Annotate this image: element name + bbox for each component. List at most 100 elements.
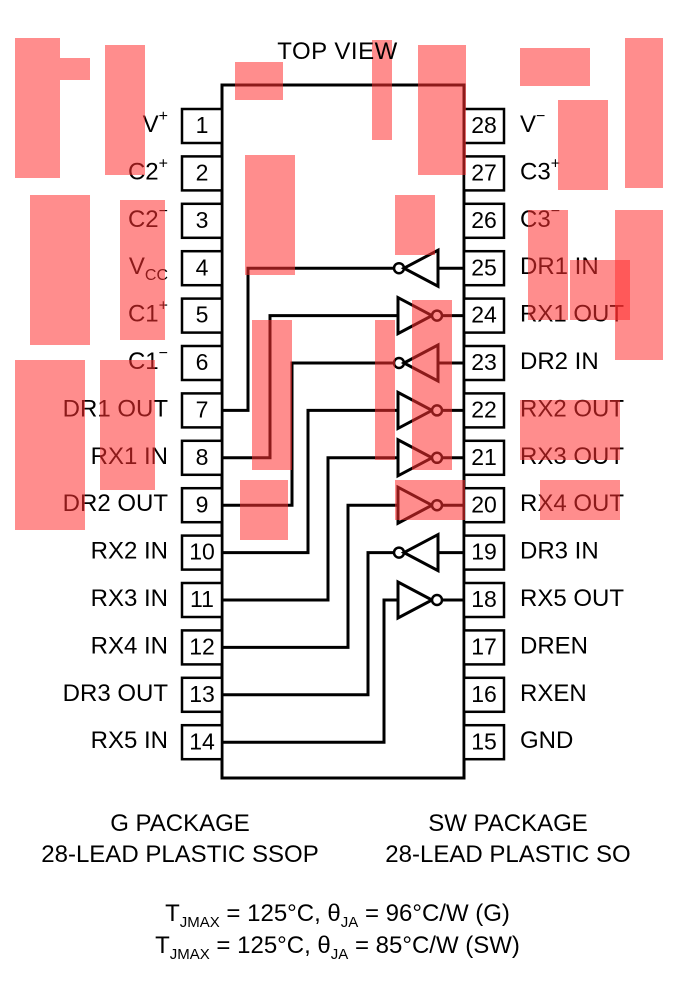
pin-number: 2: [196, 159, 209, 185]
wire: [222, 456, 398, 602]
driver-buffer: [400, 342, 440, 384]
sw-package-name: SW PACKAGE: [428, 810, 588, 837]
pin-label: DR2 OUT: [63, 491, 169, 518]
pin-number: 15: [471, 728, 497, 754]
inversion-bubble: [430, 404, 444, 417]
pin-number: 13: [189, 681, 215, 707]
pin-number: 23: [471, 349, 497, 375]
pin-number: 3: [196, 207, 209, 233]
pin-label: DR1 IN: [520, 254, 599, 281]
pin-number: 24: [471, 302, 497, 328]
pin-box: [462, 723, 506, 761]
pin-number: 22: [471, 396, 497, 422]
pin-box: [180, 249, 224, 287]
pin-number: 6: [196, 349, 209, 375]
inversion-bubble: [430, 451, 444, 465]
pin-box: [180, 629, 224, 666]
pin-label: VCC: [129, 254, 168, 285]
receiver-buffer: [396, 389, 436, 431]
pin-box: [462, 344, 506, 382]
pin-label: GND: [520, 728, 573, 755]
pin-number: 4: [196, 254, 209, 280]
pin-number: 17: [471, 633, 497, 659]
pin-box: [462, 202, 506, 240]
pin-box: [180, 297, 224, 334]
pin-label: DREN: [520, 633, 588, 660]
thermal-line-sw: TJMAX = 125°C, θJA = 85°C/W (SW): [155, 932, 520, 963]
sw-package-caption: SW PACKAGE 28-LEAD PLASTIC SO: [338, 808, 675, 870]
buffer-symbols: [392, 247, 444, 621]
g-package-name: G PACKAGE: [110, 810, 250, 837]
receiver-buffer: [396, 484, 436, 526]
pin-label: C1+: [128, 298, 168, 328]
g-package-caption: G PACKAGE 28-LEAD PLASTIC SSOP: [10, 808, 350, 870]
pin-box: [462, 439, 506, 477]
pin-box: [180, 439, 224, 477]
pin-label: RXEN: [520, 680, 587, 707]
wire: [222, 266, 394, 412]
pin-number: 27: [471, 159, 497, 185]
pin-number: 7: [196, 396, 209, 422]
pin-label: RX5 OUT: [520, 585, 624, 612]
pin-label: DR2 IN: [520, 348, 599, 375]
pin-box: [180, 155, 224, 192]
pin-number: 20: [471, 491, 497, 517]
pin-label: RX4 OUT: [520, 491, 624, 518]
pin-label: C3+: [520, 156, 560, 186]
pin-number: 25: [471, 254, 497, 280]
pin-label: RX2 OUT: [520, 396, 624, 423]
sw-package-desc: 28-LEAD PLASTIC SO: [385, 841, 631, 868]
pin-box: [462, 486, 506, 524]
wire: [222, 408, 398, 555]
pin-box: [462, 107, 506, 145]
pin-label: C1−: [128, 345, 168, 375]
wire: [222, 503, 398, 649]
pin-number: 10: [189, 539, 215, 565]
thermal-line-g: TJMAX = 125°C, θJA = 96°C/W (G): [165, 900, 510, 931]
wire: [222, 598, 398, 744]
pin-number: 19: [471, 539, 497, 565]
pin-box: [180, 581, 224, 619]
pin-number: 5: [196, 302, 209, 328]
pin-number: 12: [189, 633, 215, 659]
pin-number: 26: [471, 207, 497, 233]
pin-number: 18: [471, 586, 497, 612]
pin-number: 11: [190, 586, 214, 612]
pin-box: [180, 723, 224, 761]
pin-label: RX5 IN: [91, 728, 168, 755]
pin-box: [180, 344, 224, 382]
pin-label: C3−: [520, 203, 560, 233]
inversion-bubble: [430, 593, 444, 607]
pin-label: DR3 OUT: [63, 680, 169, 707]
pin-label: C2+: [128, 156, 168, 186]
pin-box: [462, 676, 506, 714]
inversion-bubble: [430, 309, 444, 322]
pin-label: RX3 IN: [91, 585, 168, 612]
pin-label: DR3 IN: [520, 538, 599, 565]
pin-label: V−: [520, 108, 545, 138]
pin-label: RX1 IN: [91, 443, 168, 470]
pin-label: DR1 OUT: [63, 396, 169, 423]
pin-box: [462, 534, 506, 571]
pin-number: 1: [196, 112, 209, 138]
pin-label: RX3 OUT: [520, 443, 624, 470]
pin-number: 8: [196, 444, 209, 470]
pin-box: [180, 486, 224, 524]
pin-box: [462, 629, 506, 666]
driver-buffer: [400, 247, 440, 289]
chip-body: [220, 83, 466, 780]
g-package-desc: 28-LEAD PLASTIC SSOP: [41, 841, 319, 868]
pin-box: [180, 202, 224, 240]
pin-number: 14: [189, 728, 215, 754]
pin-box: [462, 249, 506, 287]
pin-label: RX2 IN: [91, 538, 168, 565]
receiver-buffer: [396, 579, 436, 621]
pin-box: [180, 107, 224, 145]
inversion-bubble: [430, 498, 444, 512]
pin-box: [462, 581, 506, 619]
pin-number: 21: [471, 444, 497, 470]
receiver-buffer: [396, 437, 436, 479]
pin-number: 28: [471, 112, 497, 138]
